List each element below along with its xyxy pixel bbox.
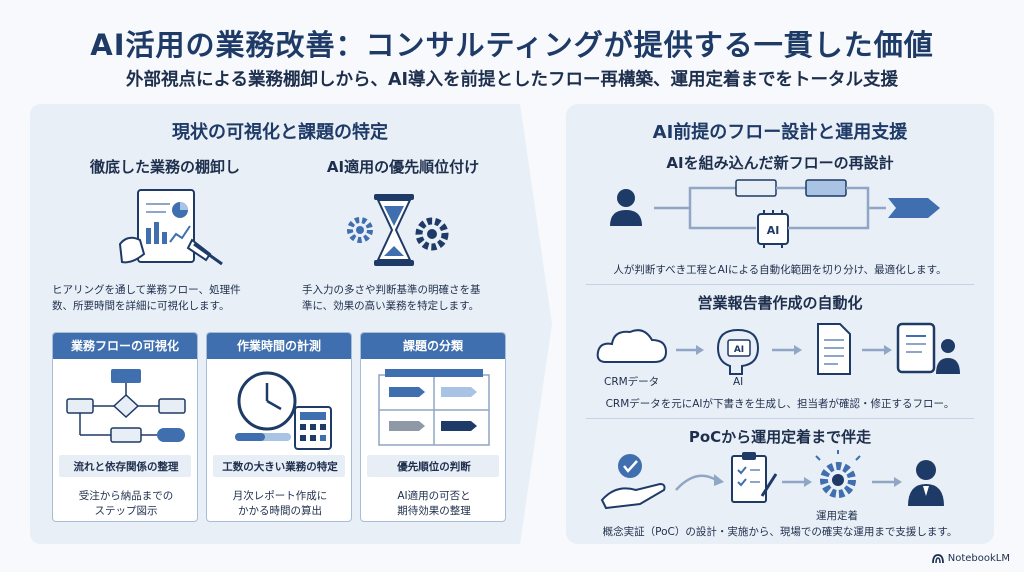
inventory-description: ヒアリングを通して業務フロー、処理件 数、所要時間を詳細に可視化します。 bbox=[52, 282, 292, 315]
inventory-heading: 徹底した業務の棚卸し bbox=[89, 158, 240, 176]
poc-heading: PoCから運用定着まで伴走 bbox=[688, 428, 872, 446]
notebooklm-logo-icon bbox=[931, 553, 944, 563]
inventory-desc-line-1: ヒアリングを通して業務フロー、処理件 bbox=[52, 284, 241, 296]
card-desc-line-1: AI適用の可否と bbox=[397, 490, 471, 502]
card-issue-classification: 課題の分類 優先順位の判断 AI適用の可否と 期待効果の整理 bbox=[360, 332, 506, 522]
brand-name: NotebookLM bbox=[947, 553, 1010, 564]
priority-description: 手入力の多さや判断基準の明確さを基 準に、効果の高い業務を特定します。 bbox=[302, 282, 532, 315]
card-label-bar bbox=[213, 455, 345, 477]
card-label: 工数の大きい業務の特定 bbox=[222, 461, 338, 473]
section-divider bbox=[586, 418, 974, 419]
card-desc-line-2: ステップ図示 bbox=[94, 505, 158, 518]
checklist-icon bbox=[731, 452, 778, 503]
flowchart-icon bbox=[66, 369, 186, 443]
operation-label: 運用定着 bbox=[816, 510, 858, 522]
brand-watermark: NotebookLM bbox=[931, 553, 1010, 564]
ai-chip-text: AI bbox=[767, 224, 780, 237]
output-arrow-icon bbox=[888, 198, 940, 218]
person-icon bbox=[908, 460, 944, 506]
report-description: CRMデータを元にAIが下書きを生成し、担当者が確認・修正するフロー。 bbox=[605, 398, 955, 410]
card-label: 優先順位の判断 bbox=[397, 461, 471, 473]
redesign-heading: AIを組み込んだ新フローの再設計 bbox=[666, 154, 894, 172]
ai-label: AI bbox=[733, 376, 744, 388]
priority-heading: AI適用の優先順位付け bbox=[326, 158, 480, 176]
ai-chip-icon: AI bbox=[757, 210, 789, 248]
brain-chip-text: AI bbox=[734, 345, 744, 355]
tablet-reviewer-icon bbox=[896, 322, 960, 374]
cloud-icon bbox=[596, 329, 668, 363]
page-title: AI活用の業務改善：コンサルティングが提供する一貫した価値 bbox=[90, 28, 934, 62]
hand-check-icon bbox=[600, 454, 666, 510]
card-header: 作業時間の計測 bbox=[207, 333, 351, 359]
document-icon bbox=[817, 323, 851, 375]
priority-desc-line-2: 準に、効果の高い業務を特定します。 bbox=[302, 300, 480, 313]
new-flow-diagram: AI bbox=[610, 179, 940, 248]
report-automation-diagram: AI bbox=[596, 322, 960, 375]
card-description: 受注から納品までの ステップ図示 bbox=[53, 489, 197, 519]
card-desc-line-2: かかる時間の算出 bbox=[238, 505, 322, 518]
card-desc-line-1: 月次レポート作成に bbox=[232, 490, 328, 502]
clock-calculator-icon bbox=[235, 371, 332, 450]
hourglass-gears-icon bbox=[347, 194, 449, 266]
inventory-desc-line-2: 数、所要時間を詳細に可視化します。 bbox=[52, 300, 230, 313]
priority-matrix-icon bbox=[378, 369, 490, 446]
card-desc-line-1: 受注から納品までの bbox=[78, 490, 174, 502]
poc-support-diagram bbox=[600, 450, 944, 510]
left-panel-title: 現状の可視化と課題の特定 bbox=[172, 122, 388, 143]
card-header: 課題の分類 bbox=[361, 333, 505, 359]
card-desc-line-2: 期待効果の整理 bbox=[397, 505, 471, 518]
page-subtitle: 外部視点による業務棚卸しから、AI導入を前提としたフロー再構築、運用定着までをト… bbox=[125, 70, 899, 90]
card-header: 業務フローの可視化 bbox=[53, 333, 197, 359]
right-panel: AI前提のフロー設計と運用支援 AIを組み込んだ新フローの再設計 AI 人が判断… bbox=[566, 104, 994, 544]
crm-data-label: CRMデータ bbox=[604, 376, 660, 388]
card-label-bar bbox=[59, 455, 191, 477]
card-flow-visualization: 業務フローの可視化 流れと依存関係の整理 受注から納品までの ステップ図示 bbox=[52, 332, 198, 522]
card-label: 流れと依存関係の整理 bbox=[73, 461, 179, 473]
card-description: 月次レポート作成に かかる時間の算出 bbox=[207, 489, 351, 519]
section-divider bbox=[586, 284, 974, 285]
redesign-description: 人が判断すべき工程とAIによる自動化範囲を切り分け、最適化します。 bbox=[613, 264, 947, 276]
card-description: AI適用の可否と 期待効果の整理 bbox=[361, 489, 505, 519]
document-review-icon bbox=[118, 189, 223, 266]
person-icon bbox=[610, 189, 642, 226]
card-label-bar bbox=[367, 455, 499, 477]
report-heading: 営業報告書作成の自動化 bbox=[697, 294, 863, 312]
card-time-measurement: 作業時間の計測 工数の大きい業務の特定 月次レポート作成に かかる時間の算出 bbox=[206, 332, 352, 522]
gear-icon bbox=[815, 450, 861, 498]
left-panel: 現状の可視化と課題の特定 徹底した業務の棚卸し AI適用の優先順位付け ヒアリン… bbox=[30, 104, 552, 544]
brain-ai-icon: AI bbox=[716, 328, 760, 375]
poc-description: 概念実証（PoC）の設計・実施から、現場での確実な運用まで支援します。 bbox=[602, 526, 958, 538]
priority-desc-line-1: 手入力の多さや判断基準の明確さを基 bbox=[302, 284, 481, 296]
right-panel-title: AI前提のフロー設計と運用支援 bbox=[652, 122, 908, 143]
